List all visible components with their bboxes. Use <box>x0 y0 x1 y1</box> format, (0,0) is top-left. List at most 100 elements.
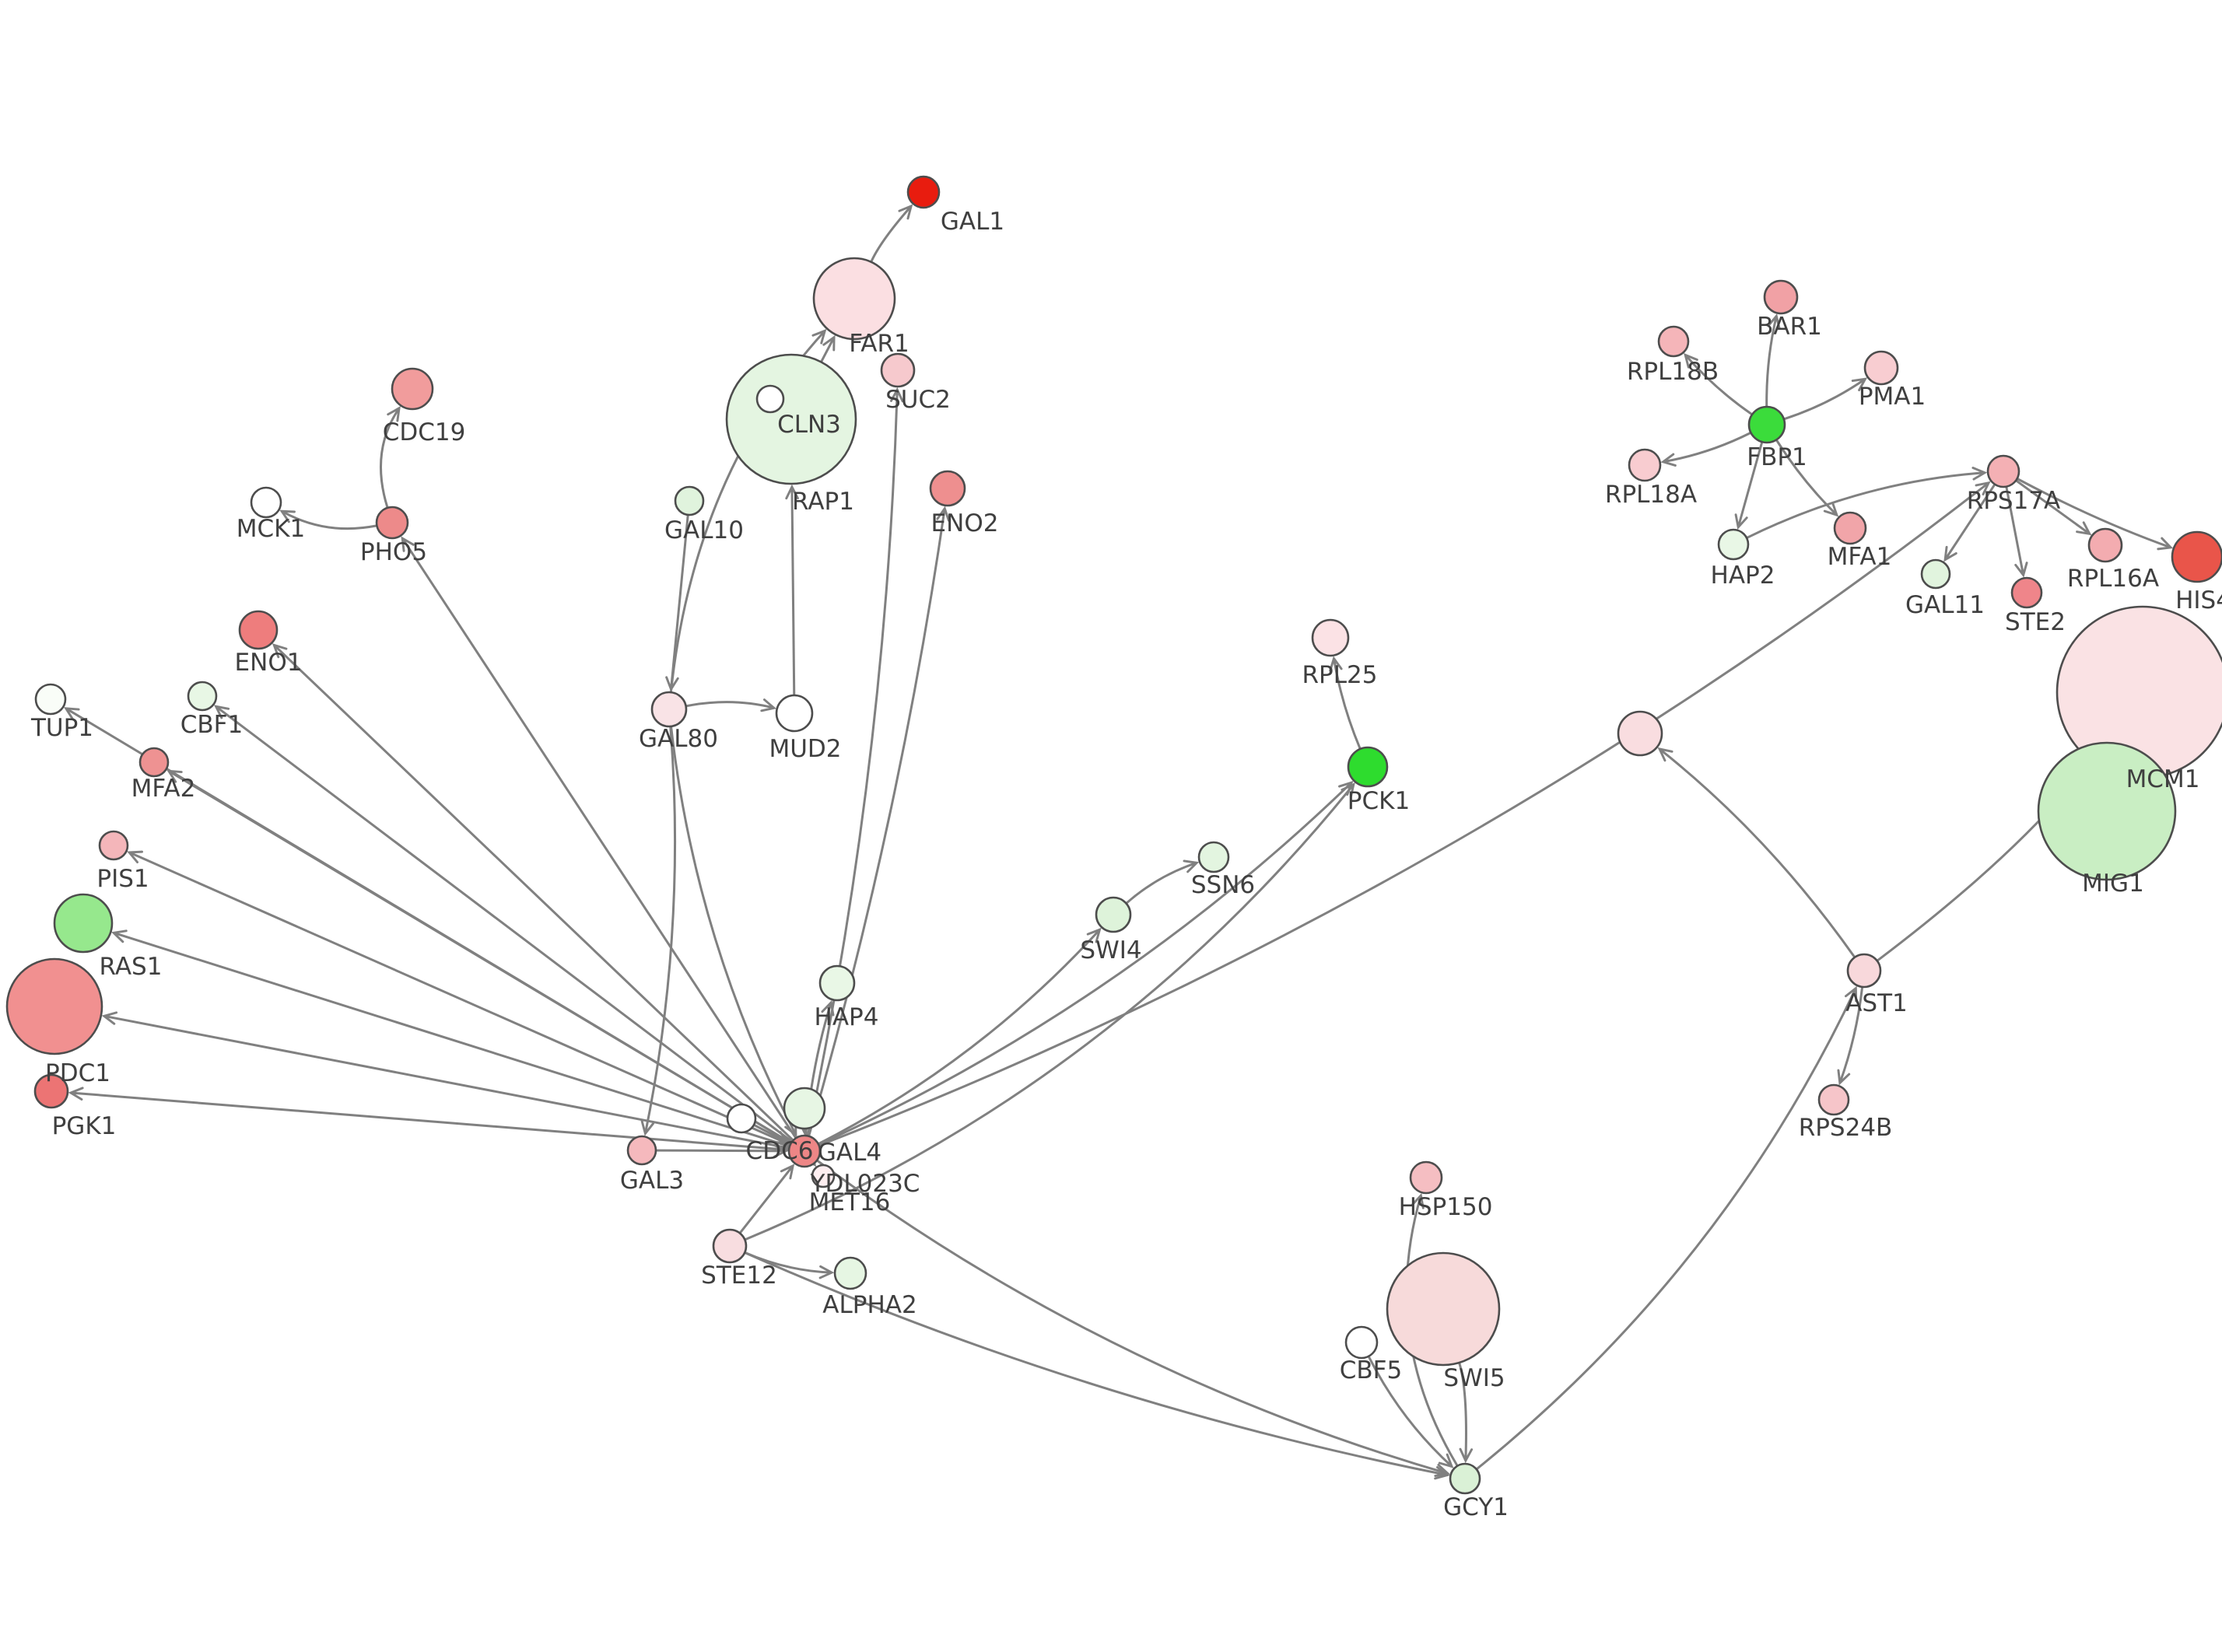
node-GAL10[interactable] <box>674 485 705 516</box>
node-ENO1[interactable] <box>238 610 279 650</box>
node-GCY1[interactable] <box>1449 1462 1481 1495</box>
node-ALPHA2[interactable] <box>833 1256 867 1290</box>
edge-CLN3-FAR1[interactable] <box>820 334 836 362</box>
node-GAL1[interactable] <box>906 175 941 209</box>
node-HAP2[interactable] <box>1717 528 1750 561</box>
edge-FBP1-RPL18A[interactable] <box>1660 432 1751 467</box>
node-PDC1[interactable] <box>5 957 103 1055</box>
node-CLN3[interactable] <box>725 353 857 485</box>
edge-GAL4-ENO2[interactable] <box>808 506 950 1136</box>
node-PHO5[interactable] <box>375 506 409 540</box>
node-AST1[interactable] <box>1846 953 1882 989</box>
edge-RPS17A-HIS4[interactable] <box>2017 478 2174 551</box>
node-PCK1[interactable] <box>1347 746 1389 788</box>
node-CBF1[interactable] <box>187 681 218 712</box>
node-PIS1[interactable] <box>98 830 129 861</box>
edge-GAL4-SUC2[interactable] <box>806 387 904 1136</box>
edge-GAL80-GAL4[interactable] <box>670 726 797 1137</box>
edge-GAL4-PCK1[interactable] <box>818 780 1354 1146</box>
node-MUD2[interactable] <box>775 694 814 733</box>
edge-GAL4-PIS1[interactable] <box>127 850 790 1146</box>
node-HAP4[interactable] <box>818 964 856 1002</box>
node-YDL023C[interactable] <box>783 1087 826 1130</box>
node-RPL16A[interactable] <box>2087 527 2123 563</box>
node-MIG1[interactable] <box>2037 741 2177 881</box>
edge-GAL4-RPS17A[interactable] <box>819 481 1991 1146</box>
node-MCK1[interactable] <box>250 486 282 519</box>
node-HSP150[interactable] <box>1409 1160 1443 1195</box>
edge-FBP1-RPL18B[interactable] <box>1683 352 1753 415</box>
edge-GAL80-GAL3[interactable] <box>640 726 677 1136</box>
edge-GAL4-SWI4[interactable] <box>818 927 1102 1145</box>
node-NODE1[interactable] <box>1617 710 1663 757</box>
edge-SWI5-GCY1[interactable] <box>1458 1363 1474 1464</box>
node-PGK1[interactable] <box>33 1073 69 1109</box>
node-CDC19[interactable] <box>391 367 434 411</box>
edge-PHO5-CDC19[interactable] <box>380 406 401 508</box>
edge-HAP2-RPS17A[interactable] <box>1747 467 1988 539</box>
edge-AST1-RPS24B[interactable] <box>1837 987 1863 1086</box>
node-TUP1[interactable] <box>34 683 67 716</box>
node-RPS17A[interactable] <box>1986 454 2020 488</box>
node-SWI5[interactable] <box>1386 1251 1501 1367</box>
node-STE12[interactable] <box>712 1228 748 1264</box>
edge-STE12-GAL4[interactable] <box>739 1164 795 1234</box>
node-HIS4[interactable] <box>2171 530 2222 583</box>
edge-GAL3-GAL4[interactable] <box>656 1144 789 1158</box>
node-GAL11[interactable] <box>1920 558 1951 590</box>
node-MFA1[interactable] <box>1833 511 1867 545</box>
node-PMA1[interactable] <box>1863 350 1899 386</box>
node-GAL4[interactable] <box>787 1134 822 1168</box>
edge-MUD2-CLN3[interactable] <box>785 484 799 695</box>
edge-FAR1-GAL1[interactable] <box>870 204 913 262</box>
edge-GAL4-PDC1[interactable] <box>101 1011 789 1150</box>
node-FBP1[interactable] <box>1747 405 1786 444</box>
edge-GAL10-GAL80[interactable] <box>665 515 689 692</box>
edge-CBF5-GCY1[interactable] <box>1368 1356 1454 1468</box>
node-BAR1[interactable] <box>1763 279 1799 315</box>
edge-RPS17A-STE2[interactable] <box>2005 487 2028 578</box>
edge-FBP1-MFA1[interactable] <box>1775 439 1839 517</box>
edge-RPS17A-RPL16A[interactable] <box>2016 480 2092 536</box>
node-SSN6[interactable] <box>1197 841 1230 873</box>
node-GAL80[interactable] <box>650 691 688 728</box>
edge-GCY1-AST1[interactable] <box>1476 985 1858 1470</box>
edge-GAL4-RAS1[interactable] <box>110 929 790 1148</box>
edge-GAL4-ENO1[interactable] <box>272 643 794 1141</box>
edge-GAL4-GCY1[interactable] <box>816 1160 1451 1477</box>
node-ENO2[interactable] <box>929 470 966 507</box>
node-CDC6[interactable] <box>726 1103 757 1134</box>
edge-STE12-PCK1[interactable] <box>745 782 1355 1241</box>
node-FAR1[interactable] <box>812 257 896 341</box>
edge-FBP1-PMA1[interactable] <box>1784 377 1868 420</box>
edge-GAL80-MUD2[interactable] <box>686 698 777 712</box>
edge-SWI4-SSN6[interactable] <box>1126 859 1200 904</box>
edge-RPS17A-GAL11[interactable] <box>1943 484 1996 562</box>
edge-GAL4-PGK1[interactable] <box>68 1087 789 1151</box>
node-SWI4[interactable] <box>1095 896 1132 933</box>
node-RPL18A[interactable] <box>1628 448 1662 482</box>
edge-PCK1-RPL25[interactable] <box>1329 656 1362 749</box>
node-RPL18B[interactable] <box>1657 325 1690 358</box>
node-SUC2[interactable] <box>880 352 916 388</box>
edge-GAL4-MFA2[interactable] <box>166 769 791 1144</box>
edge-GAL4-PHO5[interactable] <box>401 536 797 1139</box>
node-RAP1[interactable] <box>755 384 785 414</box>
node-RPS24B[interactable] <box>1817 1083 1850 1116</box>
edge-GAL4-CBF1[interactable] <box>213 705 793 1143</box>
edge-FBP1-BAR1[interactable] <box>1765 313 1781 407</box>
node-CBF5[interactable] <box>1344 1325 1379 1360</box>
edge-STE12-GCY1[interactable] <box>745 1251 1450 1480</box>
edge-AST1-NODE1[interactable] <box>1657 747 1856 957</box>
node-RPL25[interactable] <box>1311 618 1350 657</box>
node-MFA2[interactable] <box>138 747 170 778</box>
node-MET16[interactable] <box>811 1164 836 1188</box>
node-GAL3[interactable] <box>626 1135 657 1166</box>
edge-CDC6-GAL4[interactable] <box>754 1124 790 1144</box>
edge-FBP1-HAP2[interactable] <box>1734 442 1763 530</box>
node-RAS1[interactable] <box>53 893 114 954</box>
edge-PHO5-MCK1[interactable] <box>279 509 377 530</box>
node-STE2[interactable] <box>2010 576 2043 609</box>
